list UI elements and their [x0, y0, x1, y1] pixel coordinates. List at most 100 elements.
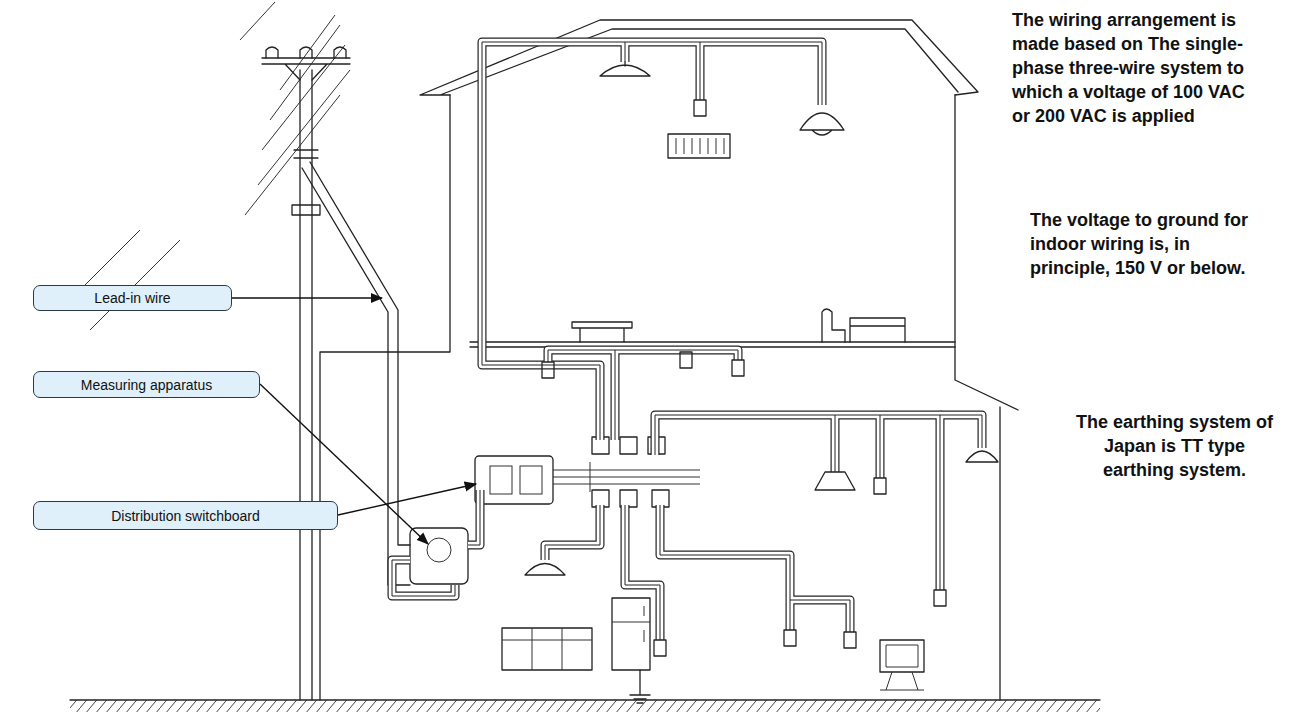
- wall-lamp: [966, 451, 998, 462]
- wire-bundle: [625, 505, 660, 640]
- refrigerator-doors: [612, 606, 650, 642]
- meter-box: [410, 528, 468, 584]
- ceiling-lamp: [600, 62, 650, 76]
- wire-bundle: [940, 415, 982, 448]
- busbar: [553, 462, 700, 492]
- wire-bundle: [468, 490, 480, 545]
- wire-bundle: [482, 42, 822, 440]
- outlet-symbol: [844, 632, 856, 648]
- wire-bundle: [655, 415, 940, 590]
- callout-label: Lead-in wire: [94, 290, 170, 306]
- counter-doors: [502, 628, 592, 670]
- heater-panel: [668, 134, 730, 158]
- heater-grille: [676, 138, 724, 154]
- earth-symbol: [630, 670, 650, 703]
- main-breaker: [475, 456, 553, 504]
- wire-bundle: [622, 42, 629, 62]
- refrigerator: [612, 598, 650, 670]
- callout-box: Measuring apparatus: [33, 371, 260, 398]
- wire-bundle: [612, 350, 619, 440]
- wire-bundle: [660, 505, 790, 630]
- wire-bundle: [696, 42, 705, 100]
- table: [572, 322, 632, 342]
- ground-hatching: [70, 700, 1100, 712]
- kitchen-counter: [502, 628, 592, 670]
- branch-breaker: [620, 490, 637, 507]
- wire-bundle: [660, 505, 790, 630]
- wire-bundle: [940, 415, 982, 448]
- callout-label: Measuring apparatus: [81, 377, 213, 393]
- wiring-outer: [392, 42, 982, 640]
- wire-bundle: [790, 600, 850, 632]
- chair: [822, 309, 845, 342]
- leader-arrow: [338, 484, 476, 515]
- branch-breaker: [620, 437, 637, 454]
- wiring-inner: [392, 42, 982, 640]
- wire-bundle: [880, 415, 881, 478]
- wire-bundle: [392, 560, 455, 596]
- outlet-symbol: [542, 362, 554, 378]
- wire-bundle: [697, 42, 704, 100]
- callout-box: Distribution switchboard: [33, 501, 338, 530]
- wire-bundle: [835, 415, 836, 472]
- note-text: The earthing system of Japan is TT type …: [1072, 410, 1277, 482]
- ceiling-lamp: [800, 113, 844, 135]
- outlet-symbol: [784, 630, 796, 646]
- wire-bundle: [832, 415, 839, 472]
- wire-bundle: [700, 42, 701, 100]
- wire-bundle: [482, 42, 822, 440]
- wire-bundle: [876, 415, 885, 478]
- pendant-lamp: [525, 564, 565, 576]
- wire-bundle: [625, 505, 660, 640]
- wire-bundle: [468, 490, 480, 545]
- outlet-symbol: [732, 360, 744, 376]
- desk: [850, 318, 905, 342]
- wire-bundle: [790, 600, 850, 632]
- wire-bundle: [625, 505, 660, 640]
- wire-bundle: [392, 560, 455, 596]
- wire-bundle: [660, 505, 790, 630]
- callout-label: Distribution switchboard: [111, 508, 260, 524]
- branch-breaker: [592, 490, 609, 507]
- wire-bundle: [940, 415, 982, 448]
- note-text: The voltage to ground for indoor wiring …: [1030, 208, 1262, 280]
- note-text: The wiring arrangement is made based on …: [1012, 8, 1262, 128]
- ground-line: [70, 699, 1100, 700]
- meter-dial: [427, 538, 451, 562]
- pole-crossarm: [262, 58, 350, 80]
- wire-bundle: [831, 415, 840, 472]
- utility-pole: [300, 70, 312, 700]
- wire-bundle: [621, 42, 630, 62]
- wire-bundle: [615, 350, 616, 440]
- wire-bundle: [545, 505, 600, 560]
- insulator-symbol: [266, 47, 346, 58]
- leader-arrow: [232, 297, 382, 298]
- wire-bundle: [545, 505, 600, 560]
- outlet-symbol: [934, 590, 946, 606]
- wiring-core: [392, 42, 982, 640]
- house-walls: [320, 95, 1018, 700]
- wire-bundle: [468, 490, 480, 545]
- callout-box: Lead-in wire: [33, 285, 232, 311]
- breaker-unit: [490, 466, 512, 494]
- wire-bundle: [790, 600, 850, 632]
- overhead-lines: [70, 2, 350, 330]
- wire-bundle: [548, 350, 738, 362]
- ceiling-lamp: [815, 472, 855, 490]
- breaker-unit: [520, 466, 542, 494]
- wire-bundle: [548, 350, 738, 362]
- outlet-symbol: [694, 100, 706, 116]
- wire-bundle: [655, 415, 940, 590]
- wire-bundle: [545, 505, 600, 560]
- wire-bundle: [548, 350, 738, 362]
- wire-bundle: [625, 42, 626, 62]
- outlet-symbol: [654, 640, 666, 656]
- pole-bracket: [292, 150, 320, 215]
- wire-bundle: [877, 415, 884, 478]
- branch-breaker: [652, 490, 669, 507]
- tv-screen-stand: [880, 645, 924, 690]
- wire-bundle: [611, 350, 620, 440]
